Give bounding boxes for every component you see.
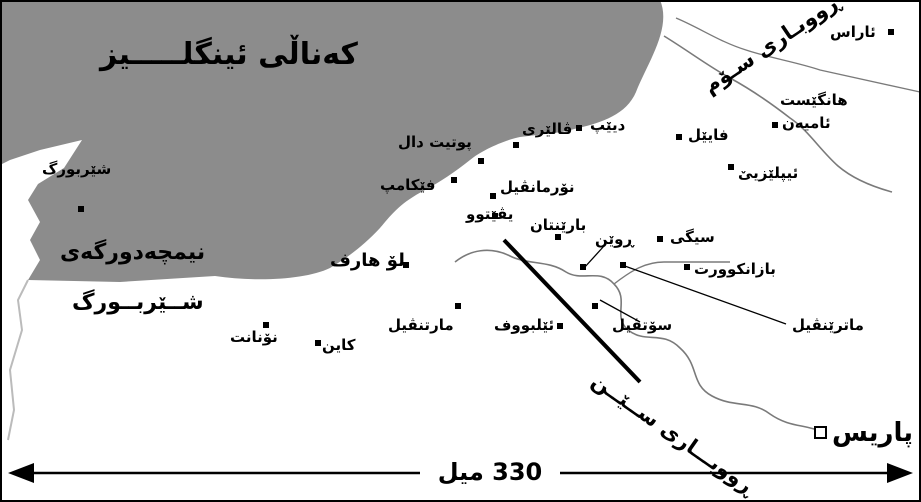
- city-label-poteau: پوتیت دال: [398, 133, 472, 151]
- peninsula-label: نیمچەدورگەی: [60, 240, 206, 265]
- city-label-dieppe: دیێپ: [590, 116, 626, 134]
- sea-area: [0, 0, 664, 282]
- city-marker-martinville: [455, 303, 461, 309]
- scale-arrowhead-right: [887, 463, 913, 483]
- route-line-4: [583, 245, 605, 269]
- city-label-fayel: فایێل: [688, 126, 729, 144]
- west-coast: [7, 279, 29, 441]
- somme-tributary: [675, 17, 921, 93]
- city-label-caen: کاین: [322, 336, 356, 354]
- city-marker-bazincourt: [684, 264, 690, 270]
- route-line-3: [621, 264, 787, 325]
- scale-arrowhead-left: [8, 463, 34, 483]
- city-label-rouen: ڕوێن: [595, 230, 634, 248]
- city-marker-poteau: [478, 158, 484, 164]
- city-label-sigy: سیگی: [670, 228, 715, 246]
- city-marker-veules: [513, 142, 519, 148]
- city-label-matrinville: ماترێنڤیل: [792, 316, 864, 334]
- city-label-fecamp: فێکامپ: [380, 176, 436, 194]
- city-label-veules: ڤالێری: [522, 120, 573, 138]
- city-label-hangest: هانگێست: [780, 91, 848, 109]
- scale-label: 330 میل: [425, 454, 555, 490]
- city-label-elbeuf: ئێلبووف: [494, 316, 555, 334]
- city-marker-sigy: [657, 236, 663, 242]
- city-marker-cherbourg: [78, 206, 84, 212]
- city-label-bazincourt: بازانکوورت: [694, 260, 776, 278]
- city-marker-caen: [315, 340, 321, 346]
- city-label-paris: پاریس: [832, 418, 914, 448]
- city-marker-nonant: [263, 322, 269, 328]
- city-marker-le-havre: [403, 262, 409, 268]
- city-marker-normanville: [490, 193, 496, 199]
- city-label-barentin: بارێنتان: [530, 216, 587, 234]
- city-marker-yvetot: [492, 213, 498, 219]
- city-label-cherbourg: شێربورگ: [42, 160, 112, 178]
- city-marker-fecamp: [451, 177, 457, 183]
- city-label-normanville: نۆرمانڤیل: [500, 178, 575, 196]
- city-label-martinville: مارتنڤیل: [388, 316, 454, 334]
- channel-label: كەناڵى ئینگلـــــیز: [100, 37, 358, 72]
- city-marker-oisemont: [728, 164, 734, 170]
- city-label-amiens: ئامیەن: [782, 114, 831, 132]
- city-marker-rouen-east: [620, 262, 626, 268]
- city-marker-barentin: [555, 234, 561, 240]
- city-marker-sotteville: [592, 303, 598, 309]
- somme-river: [663, 35, 893, 193]
- route-line-2: [599, 299, 641, 323]
- city-marker-elbeuf: [557, 323, 563, 329]
- city-marker-aras: [888, 29, 894, 35]
- city-label-le-havre: لۆ هارف: [330, 250, 405, 271]
- cherbourg-region-label: شــێربــورگ: [72, 290, 204, 315]
- city-marker-paris: [814, 426, 827, 439]
- city-marker-fayel: [676, 134, 682, 140]
- city-label-oisemont: ئیپلێزیێ: [738, 164, 799, 182]
- city-label-sotteville: سۆتڤیل: [612, 316, 673, 334]
- city-marker-rouen: [580, 264, 586, 270]
- seine-tributary: [613, 261, 730, 285]
- city-label-nonant: نۆنانت: [230, 328, 278, 346]
- seine-river: [454, 249, 823, 433]
- city-marker-amiens: [772, 122, 778, 128]
- route-line-1: [502, 238, 642, 384]
- city-label-aras: ئاراس: [830, 23, 876, 41]
- city-label-yvetot: یڤێتوو: [466, 205, 514, 223]
- city-marker-dieppe: [576, 125, 582, 131]
